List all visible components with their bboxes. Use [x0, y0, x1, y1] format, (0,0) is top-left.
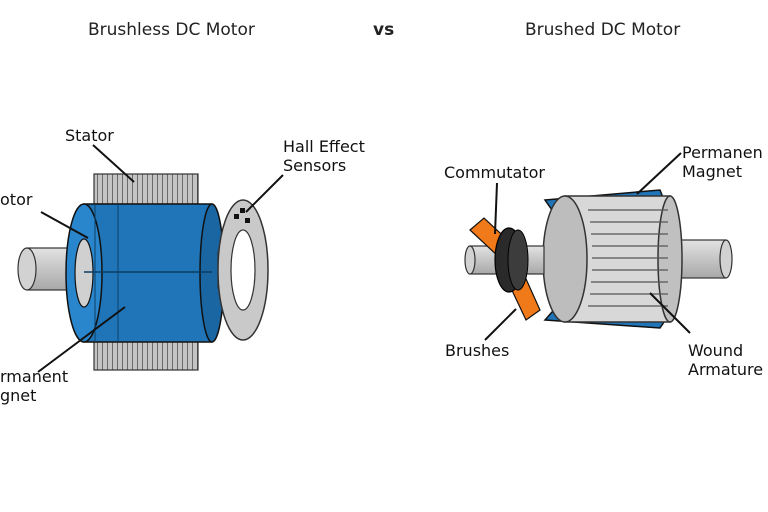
stator-label: Stator: [65, 126, 114, 145]
permanent-magnet-body: [65, 203, 225, 343]
vs-heading: vs: [373, 20, 395, 40]
stator-fins-top: [93, 173, 199, 205]
permanent-magnet-right-label: Permanen Magnet: [682, 143, 763, 181]
rotor-label: otor: [0, 190, 33, 209]
brushed-heading: Brushed DC Motor: [525, 20, 681, 40]
commutator: [494, 227, 529, 293]
wound-armature-label: Wound Armature: [688, 341, 764, 379]
brushed-leader-lines: [484, 152, 691, 341]
wound-armature: [542, 195, 683, 323]
stator-fins-bottom: [93, 337, 199, 371]
hall-effect-label: Hall Effect Sensors: [283, 137, 365, 175]
brushed-motor: [464, 152, 733, 341]
brushless-leader-lines: [37, 144, 284, 373]
commutator-label: Commutator: [444, 163, 545, 182]
brushes-label: Brushes: [445, 341, 510, 360]
hall-effect-sensor-ring: [217, 199, 269, 341]
brushless-motor: [17, 144, 284, 373]
permanent-magnet-left-label: rmanent gnet: [0, 367, 69, 405]
brushless-heading: Brushless DC Motor: [88, 20, 255, 40]
